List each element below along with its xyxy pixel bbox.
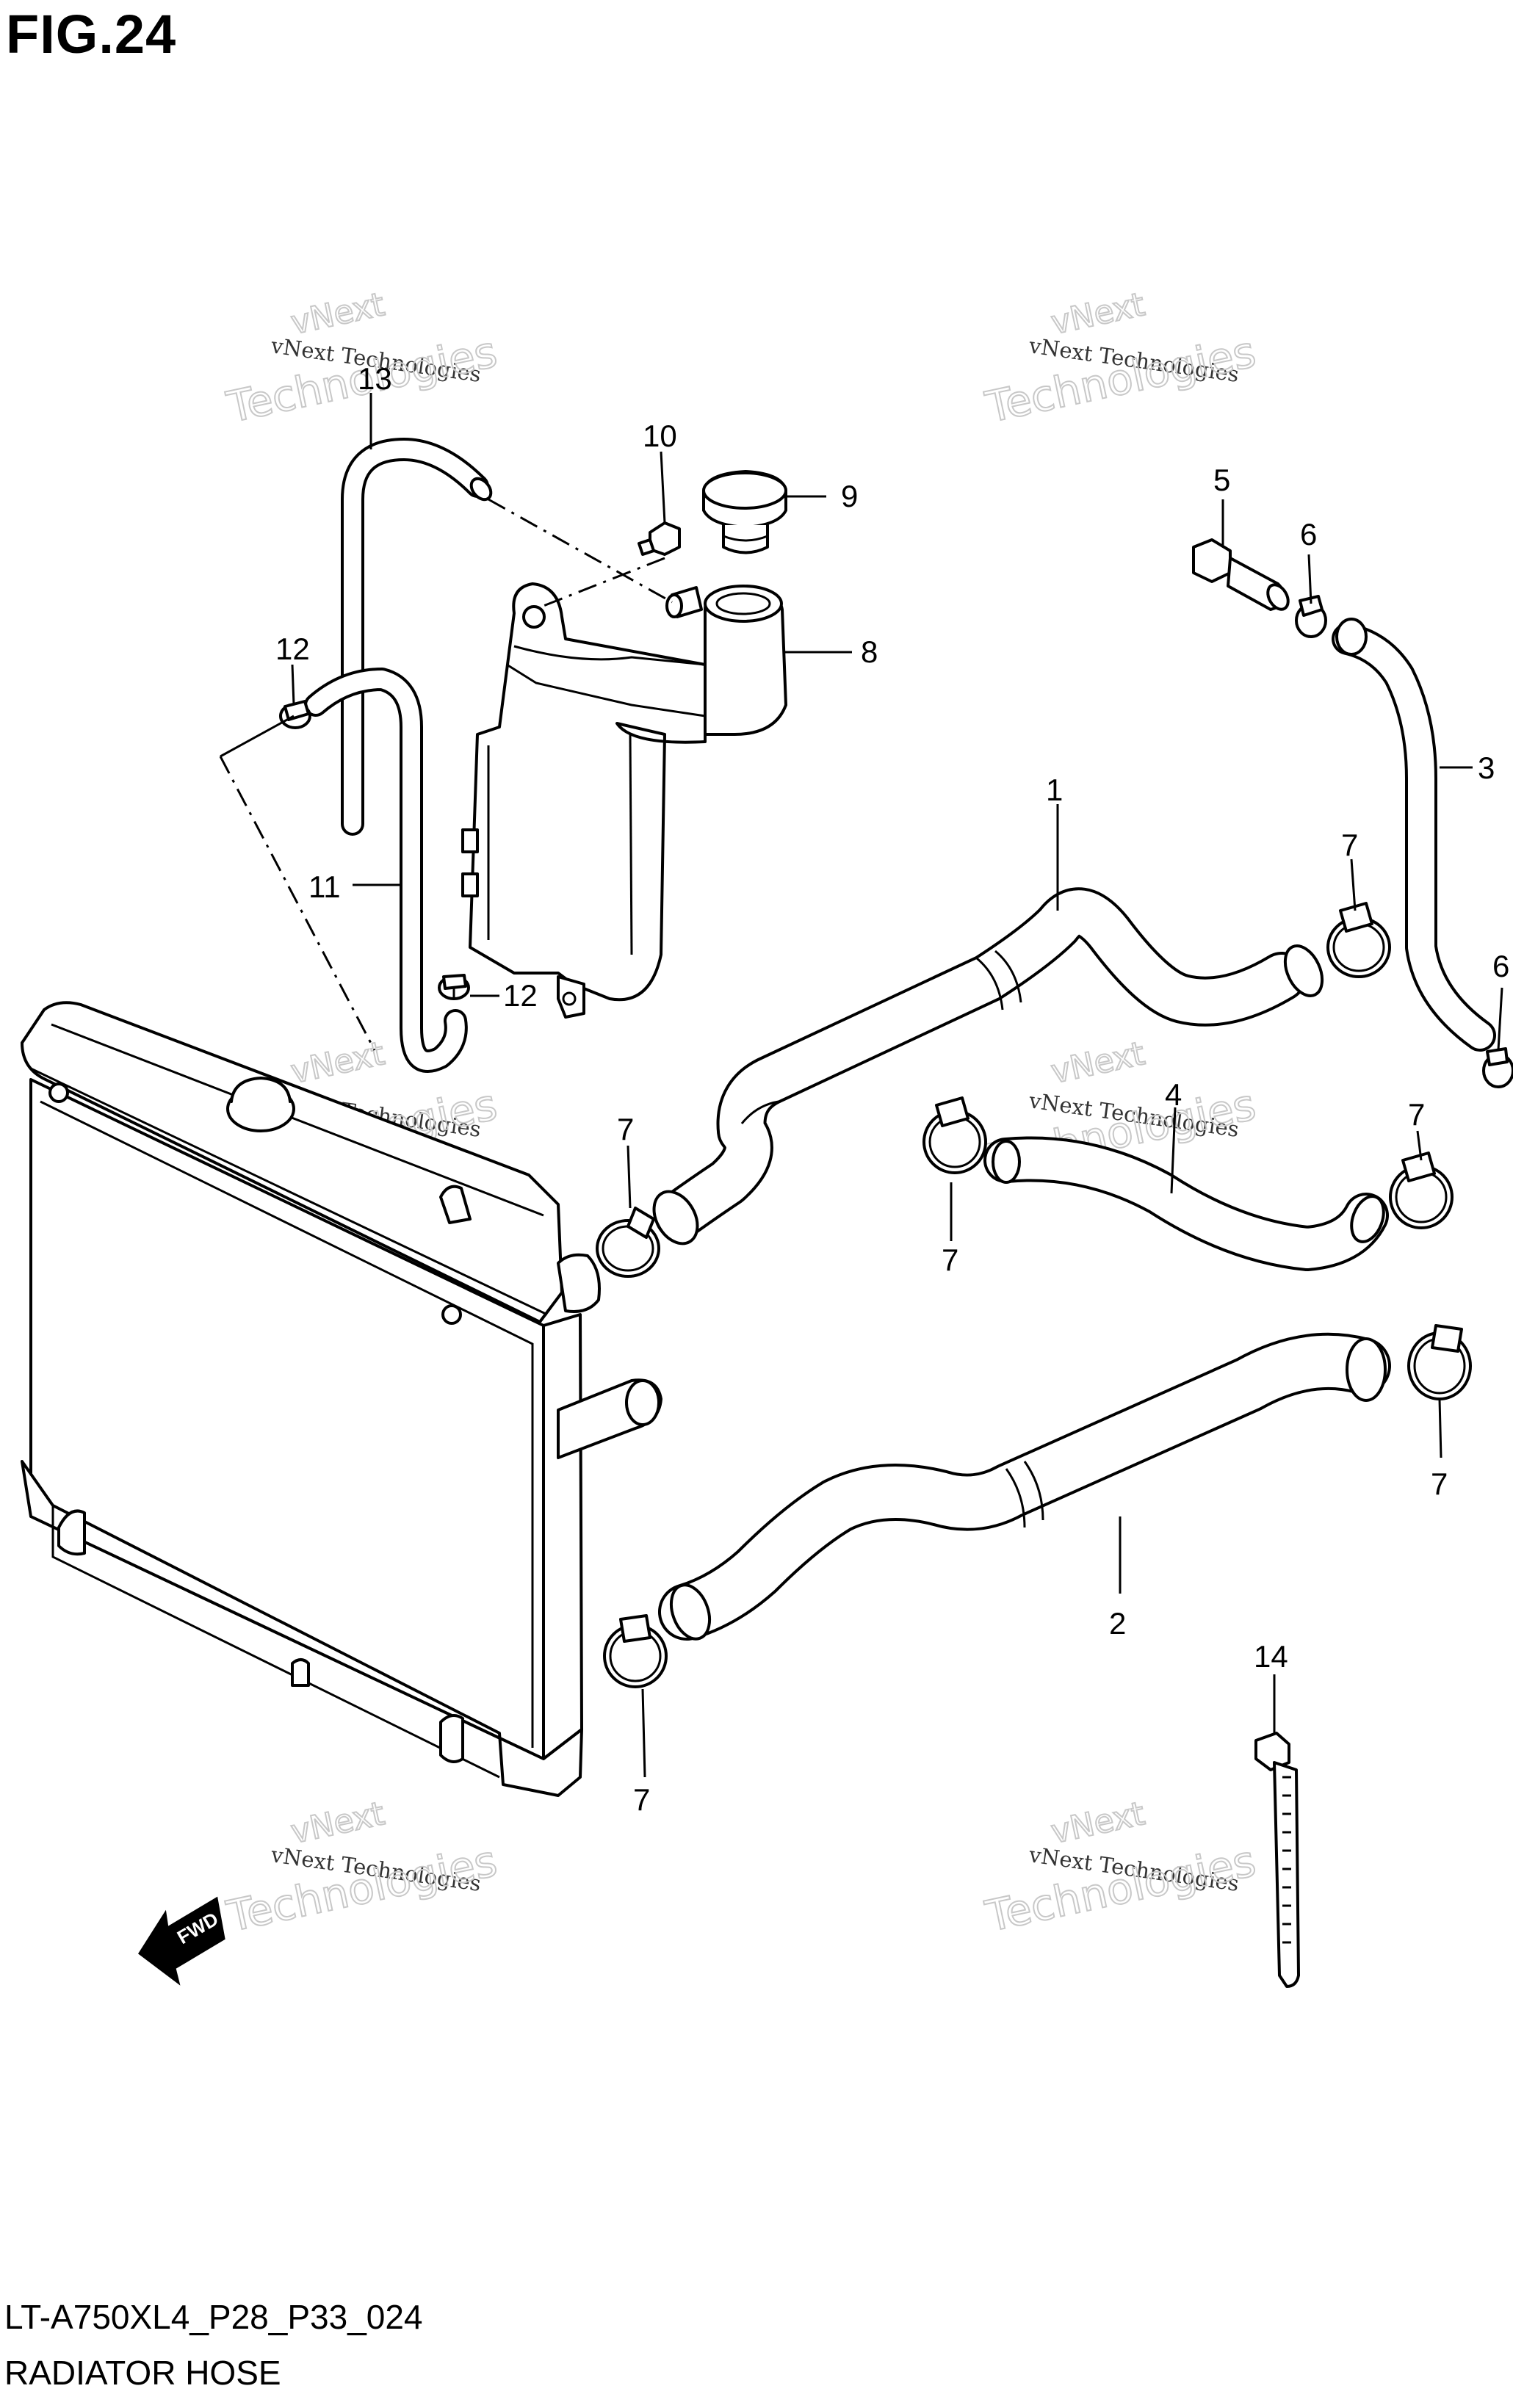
callout-3: 3	[1478, 751, 1495, 785]
clamp-7-hose4-left	[922, 1096, 987, 1174]
figure-caption: RADIATOR HOSE	[4, 2354, 281, 2392]
watermark-top-right: vNext vNext Technologies Technologies	[981, 285, 1261, 433]
svg-text:vNext: vNext	[1048, 286, 1148, 342]
reservoir-cap	[702, 470, 787, 554]
clamp-7-hose1-right	[1326, 902, 1391, 978]
callout-7-a: 7	[1341, 828, 1358, 862]
fwd-arrow: FWD	[137, 1896, 225, 1986]
bolt-10	[638, 521, 681, 556]
callout-6-upper: 6	[1300, 517, 1317, 552]
callout-12-lower: 12	[503, 978, 538, 1013]
callout-9: 9	[841, 479, 858, 513]
dashed-guides	[219, 498, 673, 1051]
fitting-5	[1192, 538, 1290, 611]
svg-text:vNext: vNext	[288, 1795, 388, 1851]
leader-lines	[220, 393, 1503, 1778]
watermark-bottom-right: vNext vNext Technologies Technologies	[981, 1794, 1261, 1942]
svg-text:vNext: vNext	[1048, 1035, 1148, 1091]
hose-11	[304, 668, 468, 1073]
callout-5: 5	[1213, 463, 1230, 497]
clamp-7-hose1-left	[596, 1207, 660, 1278]
callout-12-upper: 12	[275, 632, 310, 666]
svg-text:vNext: vNext	[288, 286, 388, 342]
svg-text:Technologies: Technologies	[981, 327, 1260, 433]
figure-title: FIG.24	[6, 4, 177, 65]
watermark-bottom-left: vNext vNext Technologies Technologies	[222, 1794, 502, 1942]
hose-2	[658, 1332, 1391, 1641]
svg-text:vNext: vNext	[1048, 1795, 1148, 1851]
callout-14: 14	[1254, 1639, 1288, 1674]
callout-10: 10	[643, 419, 677, 453]
hose-3	[1332, 618, 1496, 1052]
clamp-6-lower	[1482, 1047, 1513, 1088]
hose-4	[983, 1136, 1389, 1271]
clamp-7-hose2-left	[603, 1614, 668, 1688]
svg-text:Technologies: Technologies	[223, 1836, 502, 1942]
callout-2: 2	[1109, 1606, 1126, 1641]
hose-1	[652, 887, 1324, 1245]
svg-text:vNext: vNext	[288, 1035, 388, 1091]
callout-4: 4	[1165, 1077, 1182, 1112]
callout-11: 11	[308, 869, 341, 904]
radiator	[21, 1001, 662, 1797]
watermark-top-left: vNext vNext Technologies Technologies	[222, 285, 502, 433]
clamp-12-upper	[279, 700, 311, 729]
callout-6-lower: 6	[1492, 949, 1509, 983]
callout-7-d: 7	[942, 1243, 958, 1277]
cable-tie-14	[1254, 1732, 1300, 1988]
model-code: LT-A750XL4_P28_P33_024	[4, 2298, 423, 2336]
callout-13: 13	[358, 361, 392, 396]
callout-7-e: 7	[1431, 1467, 1448, 1501]
callout-7-b: 7	[617, 1112, 634, 1146]
clamp-7-hose2-right	[1407, 1324, 1472, 1400]
callout-7-f: 7	[633, 1782, 650, 1817]
callout-1: 1	[1046, 773, 1063, 807]
reservoir-tank	[461, 582, 787, 1019]
clamp-7-hose4-right	[1389, 1151, 1454, 1229]
clamp-6-upper	[1295, 595, 1327, 638]
hose-13	[341, 438, 493, 836]
callout-7-c: 7	[1408, 1097, 1425, 1132]
svg-text:Technologies: Technologies	[981, 1836, 1260, 1942]
callout-8: 8	[861, 634, 878, 669]
callout-labels: 13 10 9 5 6 8 12 3 1 7 11 12 6 7 4 7 7 7…	[275, 361, 1509, 1817]
